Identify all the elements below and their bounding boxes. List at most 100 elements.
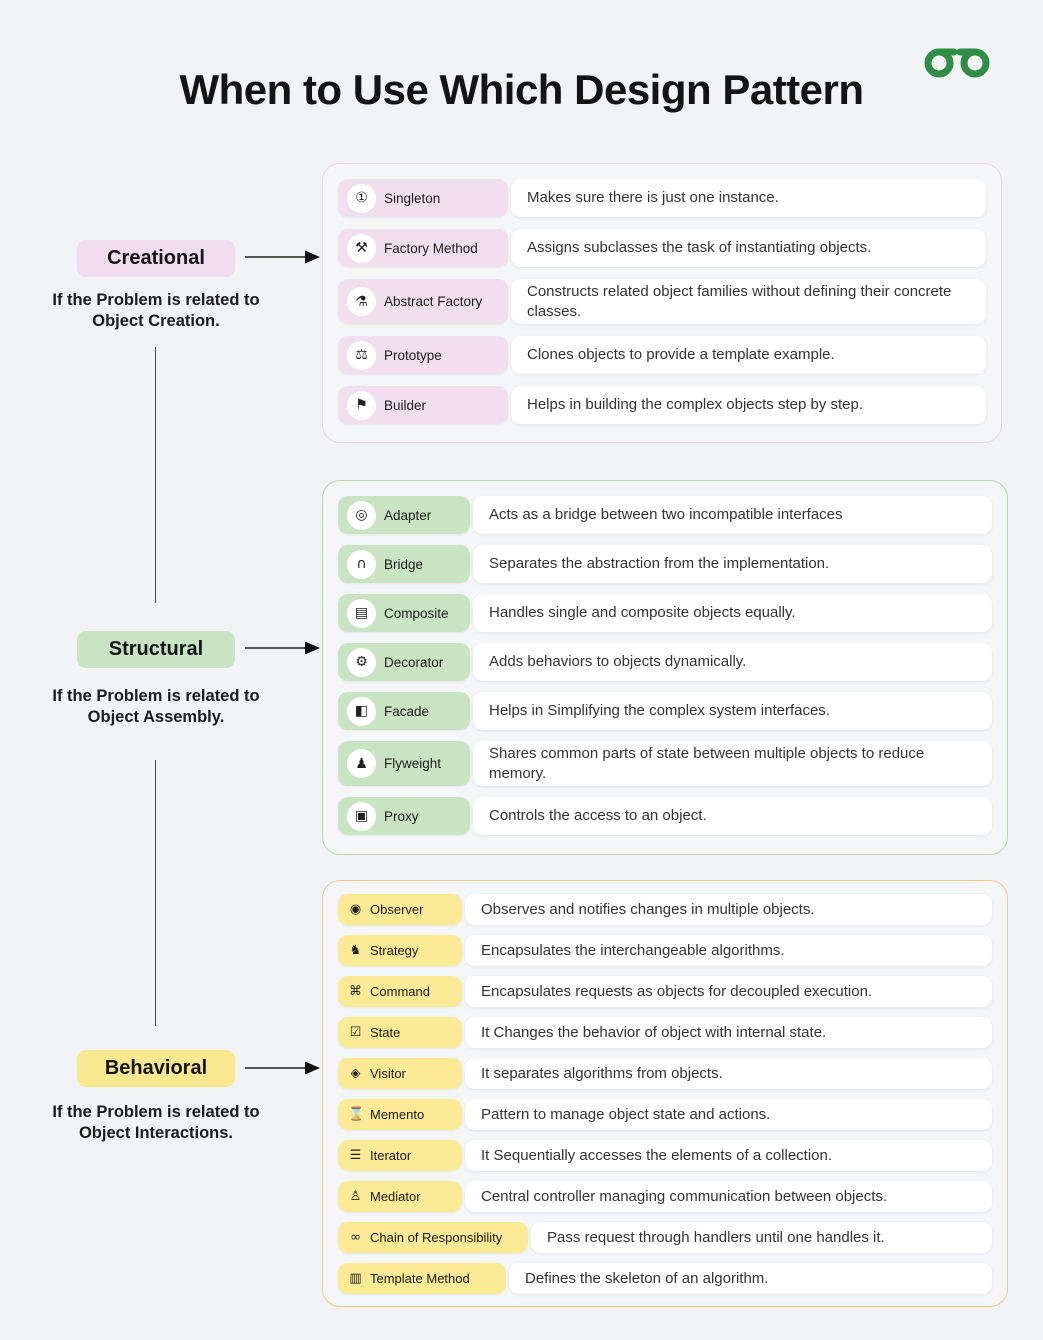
- bridge-icon: ∩: [347, 549, 376, 579]
- observer-telescope-icon: ◉: [349, 902, 362, 917]
- pattern-name: Strategy: [370, 943, 419, 958]
- pattern-name: Proxy: [384, 808, 419, 824]
- section-label-behavioral: Behavioral: [77, 1050, 235, 1087]
- abstract-factory-icon: ⚗: [347, 287, 376, 316]
- pattern-name: Builder: [384, 397, 427, 413]
- panel-behavioral: ◉ Observer Observes and notifies changes…: [322, 880, 1008, 1307]
- pattern-row-chain-of-responsibility: ∞ Chain of Responsibility Pass request t…: [338, 1222, 992, 1253]
- pattern-chip-bridge: ∩ Bridge: [338, 545, 470, 583]
- pattern-name: Chain of Responsibility: [370, 1230, 503, 1245]
- pattern-row-decorator: ⚙ Decorator Adds behaviors to objects dy…: [338, 643, 992, 681]
- pattern-chip-template-method: ▥ Template Method: [338, 1263, 506, 1294]
- page-title: When to Use Which Design Pattern: [179, 66, 864, 113]
- pattern-name: Adapter: [384, 507, 432, 523]
- pattern-description: It Sequentially accesses the elements of…: [465, 1140, 992, 1171]
- pattern-row-template-method: ▥ Template Method Defines the skeleton o…: [338, 1263, 992, 1294]
- pattern-name: Factory Method: [384, 240, 478, 256]
- pattern-name: State: [370, 1025, 401, 1040]
- pattern-row-observer: ◉ Observer Observes and notifies changes…: [338, 894, 992, 925]
- section-subtitle-creational: If the Problem is related to Object Crea…: [52, 291, 260, 330]
- pattern-name: Composite: [384, 605, 449, 621]
- factory-method-icon: ⚒: [347, 233, 376, 263]
- pattern-chip-strategy: ♞ Strategy: [338, 935, 462, 966]
- mediator-icon: ♙: [349, 1189, 362, 1204]
- pattern-description: Clones objects to provide a template exa…: [511, 336, 986, 374]
- pattern-row-builder: ⚑ Builder Helps in building the complex …: [338, 386, 986, 424]
- visitor-icon: ◈: [350, 1066, 361, 1081]
- pattern-row-prototype: ⚖ Prototype Clones objects to provide a …: [338, 336, 986, 374]
- pattern-description: Shares common parts of state between mul…: [473, 741, 992, 786]
- pattern-row-strategy: ♞ Strategy Encapsulates the interchangea…: [338, 935, 992, 966]
- prototype-icon: ⚖: [347, 340, 376, 370]
- pattern-row-memento: ⌛ Memento Pattern to manage object state…: [338, 1099, 992, 1130]
- pattern-row-abstract-factory: ⚗ Abstract Factory Constructs related ob…: [338, 279, 986, 324]
- pattern-name: Singleton: [384, 190, 441, 206]
- arrow-behavioral-icon: [245, 1061, 320, 1075]
- pattern-chip-memento: ⌛ Memento: [338, 1099, 462, 1130]
- section-subtitle-structural: If the Problem is related to Object Asse…: [52, 687, 260, 726]
- pattern-description: Observes and notifies changes in multipl…: [465, 894, 992, 925]
- pattern-description: Encapsulates requests as objects for dec…: [465, 976, 992, 1007]
- pattern-chip-state: ☑ State: [338, 1017, 462, 1048]
- pattern-description: Separates the abstraction from the imple…: [473, 545, 992, 583]
- command-icon: ⌘: [349, 984, 362, 999]
- pattern-chip-factory-method: ⚒ Factory Method: [338, 229, 508, 267]
- pattern-name: Command: [370, 984, 430, 999]
- pattern-row-flyweight: ♟ Flyweight Shares common parts of state…: [338, 741, 992, 786]
- panel-creational: ① Singleton Makes sure there is just one…: [322, 163, 1002, 443]
- pattern-chip-chain-of-responsibility: ∞ Chain of Responsibility: [338, 1222, 528, 1253]
- pattern-description: Pass request through handlers until one …: [531, 1222, 992, 1253]
- pattern-name: Facade: [384, 703, 430, 719]
- pattern-description: Assigns subclasses the task of instantia…: [511, 229, 986, 267]
- pattern-name: Flyweight: [384, 756, 442, 771]
- pattern-name: Bridge: [384, 556, 424, 572]
- pattern-chip-singleton: ① Singleton: [338, 179, 508, 217]
- pattern-chip-flyweight: ♟ Flyweight: [338, 741, 470, 786]
- proxy-icon: ▣: [347, 801, 376, 831]
- pattern-description: Defines the skeleton of an algorithm.: [509, 1263, 992, 1294]
- pattern-description: Helps in building the complex objects st…: [511, 386, 986, 424]
- flyweight-icon: ♟: [347, 749, 376, 778]
- connector-line-creational-structural: [155, 347, 157, 603]
- pattern-row-iterator: ☰ Iterator It Sequentially accesses the …: [338, 1140, 992, 1171]
- pattern-description: Makes sure there is just one instance.: [511, 179, 986, 217]
- pattern-description: Acts as a bridge between two incompatibl…: [473, 496, 992, 534]
- pattern-chip-visitor: ◈ Visitor: [338, 1058, 462, 1089]
- pattern-chip-decorator: ⚙ Decorator: [338, 643, 470, 681]
- pattern-row-adapter: ◎ Adapter Acts as a bridge between two i…: [338, 496, 992, 534]
- pattern-row-state: ☑ State It Changes the behavior of objec…: [338, 1017, 992, 1048]
- pattern-row-factory-method: ⚒ Factory Method Assigns subclasses the …: [338, 229, 986, 267]
- pattern-name: Observer: [370, 902, 424, 917]
- pattern-name: Mediator: [370, 1189, 421, 1204]
- pattern-chip-proxy: ▣ Proxy: [338, 797, 470, 835]
- pattern-chip-command: ⌘ Command: [338, 976, 462, 1007]
- pattern-description: It Changes the behavior of object with i…: [465, 1017, 992, 1048]
- pattern-chip-observer: ◉ Observer: [338, 894, 462, 925]
- pattern-name: Abstract Factory: [384, 294, 483, 309]
- adapter-icon: ◎: [347, 500, 376, 530]
- pattern-name: Memento: [370, 1107, 425, 1122]
- pattern-name: Visitor: [370, 1066, 406, 1081]
- iterator-list-icon: ☰: [349, 1148, 362, 1163]
- pattern-description: It separates algorithms from objects.: [465, 1058, 992, 1089]
- memento-icon: ⌛: [348, 1107, 365, 1122]
- section-label-structural: Structural: [77, 631, 235, 668]
- geeksforgeeks-logo-icon: [924, 48, 990, 78]
- strategy-icon: ♞: [349, 943, 362, 958]
- arrow-creational-icon: [245, 250, 320, 264]
- pattern-chip-builder: ⚑ Builder: [338, 386, 508, 424]
- template-method-icon: ▥: [349, 1271, 362, 1286]
- panel-structural: ◎ Adapter Acts as a bridge between two i…: [322, 480, 1008, 855]
- pattern-row-singleton: ① Singleton Makes sure there is just one…: [338, 179, 986, 217]
- pattern-chip-composite: ▤ Composite: [338, 594, 470, 632]
- decorator-gear-icon: ⚙: [347, 647, 376, 677]
- pattern-row-visitor: ◈ Visitor It separates algorithms from o…: [338, 1058, 992, 1089]
- pattern-description: Constructs related object families witho…: [511, 279, 986, 324]
- pattern-row-command: ⌘ Command Encapsulates requests as objec…: [338, 976, 992, 1007]
- composite-icon: ▤: [347, 598, 376, 628]
- pattern-description: Helps in Simplifying the complex system …: [473, 692, 992, 730]
- pattern-name: Prototype: [384, 347, 442, 363]
- facade-icon: ◧: [347, 696, 376, 726]
- section-label-creational: Creational: [77, 240, 235, 277]
